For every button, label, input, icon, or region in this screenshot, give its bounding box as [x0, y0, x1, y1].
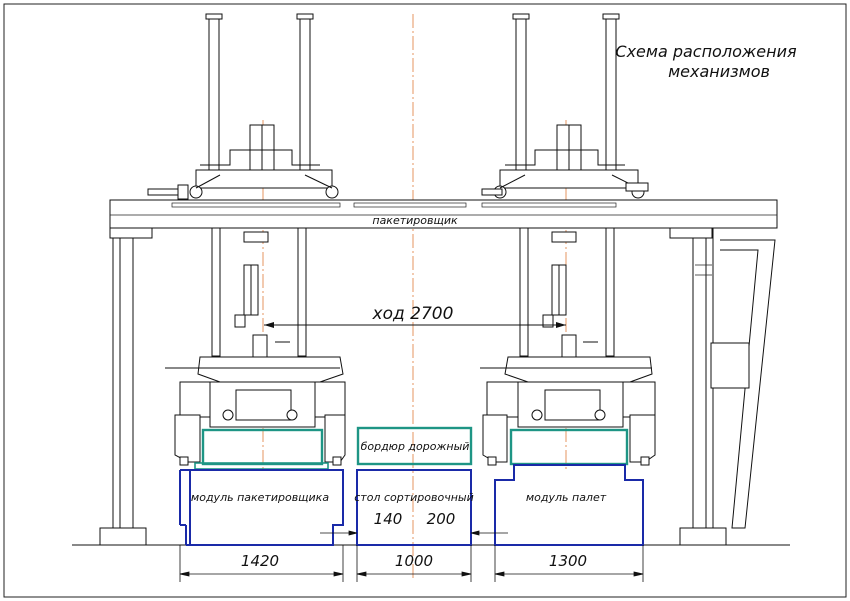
module-pallet-label: модуль палет [526, 491, 607, 504]
stroke-label: ход 2700 [372, 304, 454, 324]
width-stacker-value: 1420 [241, 552, 279, 570]
width-pallet-value: 1300 [549, 552, 587, 570]
stacker-beam-label: пакетировщик [372, 214, 458, 227]
module-stacker-label: модуль пакетировщика [191, 491, 329, 504]
right-support-leg [669, 227, 776, 546]
right-product [509, 428, 629, 466]
module-outlines [179, 464, 644, 546]
gap-dimensions [320, 530, 508, 536]
left-support-leg [99, 227, 153, 546]
stroke-dimension [264, 322, 566, 328]
module-stacker-outline [180, 469, 344, 546]
width-table-value: 1000 [395, 552, 433, 570]
right-carriage [480, 227, 656, 466]
overall-dimensions [179, 545, 644, 582]
left-carriage [165, 227, 346, 466]
left-product [201, 428, 324, 466]
drawing-title-line2: механизмов [668, 62, 770, 81]
gap-right-value: 200 [427, 510, 456, 528]
drawing-title-line1: Схема расположения [615, 42, 797, 61]
curb-product [356, 426, 473, 466]
drawing-frame [3, 3, 847, 598]
curb-label: бордюр дорожный [361, 440, 470, 453]
module-pallet-outline [494, 464, 644, 546]
right-upper-mast [481, 13, 649, 199]
gap-left-value: 140 [374, 510, 403, 528]
sorting-table-label: стол сортировочный [354, 491, 473, 504]
sorting-table-outline [356, 469, 472, 546]
stacker-beam [109, 199, 778, 229]
left-upper-mast [147, 13, 339, 200]
